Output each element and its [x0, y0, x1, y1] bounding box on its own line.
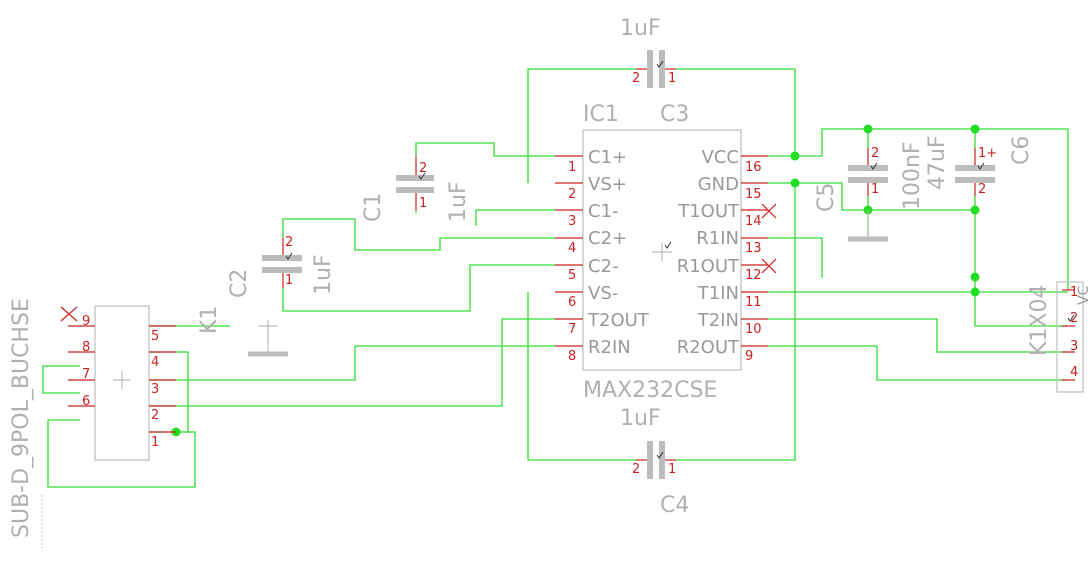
- k1-pin-3: 3: [151, 382, 159, 397]
- k1-pin-6: 6: [82, 394, 90, 409]
- c1-pin-top: 2: [419, 161, 427, 176]
- c4-value-label: 1uF: [620, 406, 661, 431]
- ic-pin-name-r16: VCC: [702, 147, 739, 168]
- c4-pin-left: 2: [632, 462, 640, 477]
- c1-name-label: C1: [361, 193, 386, 222]
- c3-value-label: 1uF: [620, 16, 661, 41]
- ic-pin-num-r16: 16: [745, 160, 762, 175]
- ic-pin-name-r12: R1OUT: [677, 256, 740, 277]
- ic-pin-num-r13: 13: [745, 241, 762, 256]
- k1-pin-9: 9: [82, 314, 90, 329]
- ic-pin-num-l2: 2: [568, 187, 576, 202]
- ic-pin-num-r10: 10: [745, 322, 762, 337]
- ground-symbol-left: [248, 320, 288, 357]
- ic-pin-num-r14: 14: [745, 214, 762, 229]
- ic-pin-num-l1: 1: [568, 160, 576, 175]
- capacitor-c2[interactable]: 2 1 1uF C2: [227, 235, 336, 298]
- c2-pin-bottom: 1: [285, 273, 293, 288]
- k1-pin-5: 5: [151, 329, 159, 344]
- c5-value-label: 100nF: [900, 141, 925, 210]
- ic-pin-num-r15: 15: [745, 187, 762, 202]
- k1x04-name-label: K1X04: [1027, 285, 1052, 357]
- c5-name-label: C5: [814, 183, 839, 212]
- ic-pin-num-l6: 6: [568, 295, 576, 310]
- c6-pin-bottom: 2: [978, 182, 986, 197]
- c6-name-label: C6: [1009, 136, 1034, 165]
- ic-pin-num-r12: 12: [745, 268, 762, 283]
- ic-pin-num-r9: 9: [745, 349, 753, 364]
- ic-max232[interactable]: 1 2 3 4 5 6 7 8 C1+ VS+ C1- C2+ C2- VS- …: [555, 102, 777, 403]
- k1-pin-2: 2: [151, 408, 159, 423]
- wires: [42, 68, 1069, 488]
- ic-pin-num-l5: 5: [568, 268, 576, 283]
- ic-pin-name-r13: R1IN: [696, 228, 739, 249]
- k1x04-pin-2: 2: [1070, 311, 1078, 326]
- ic-pin-name-r15: GND: [698, 174, 739, 195]
- ground-symbol-right: [848, 210, 888, 242]
- connector-k1x04[interactable]: 1 2 3 4 K1X04 VC: [1027, 281, 1090, 393]
- k1-pin-4: 4: [151, 355, 159, 370]
- ic-name-label: IC1: [583, 102, 619, 127]
- c5-pin-top: 2: [871, 146, 879, 161]
- ic-pin-name-l8: R2IN: [588, 337, 631, 358]
- c2-pin-top: 2: [285, 235, 293, 250]
- capacitor-c6[interactable]: 1+ 2 47uF C6: [925, 135, 1034, 197]
- c6-value-label: 47uF: [925, 135, 950, 190]
- ic-pin-name-r11: T1IN: [697, 283, 739, 304]
- ic-pin-name-r10: T2IN: [697, 310, 739, 331]
- c3-pin-left: 2: [632, 71, 640, 86]
- ic-pin-num-l7: 7: [568, 322, 576, 337]
- k1-pin-7: 7: [82, 367, 90, 382]
- capacitor-c1[interactable]: 2 1 1uF C1: [361, 156, 471, 222]
- k1-value-label: SUB-D_9POL_BUCHSE: [9, 298, 34, 538]
- c6-pin-top: 1+: [978, 146, 997, 161]
- ic-pin-name-l6: VS-: [588, 283, 618, 304]
- c3-name-label: C3: [660, 102, 689, 127]
- capacitor-c5[interactable]: 2 1 100nF C5: [814, 141, 925, 212]
- ic-pin-name-r14: T1OUT: [677, 201, 740, 222]
- k1x04-pin-1: 1: [1070, 285, 1078, 300]
- k1x04-cut-label: VC: [1076, 285, 1090, 305]
- ic-pin-num-l3: 3: [568, 214, 576, 229]
- k1-pin-8: 8: [82, 340, 90, 355]
- c1-pin-bottom: 1: [419, 196, 427, 211]
- c4-name-label: C4: [660, 493, 689, 518]
- ic-pin-name-l2: VS+: [588, 174, 627, 195]
- ic-pin-name-l4: C2+: [588, 228, 627, 249]
- c4-pin-right: 1: [668, 462, 676, 477]
- ic-pin-name-l7: T2OUT: [587, 310, 650, 331]
- ic-pin-name-l5: C2-: [588, 256, 619, 277]
- k1-name-label: K1: [197, 306, 222, 334]
- ic-pin-num-l8: 8: [568, 349, 576, 364]
- ic-pin-num-r11: 11: [745, 295, 762, 310]
- k1-pin-1: 1: [151, 435, 159, 450]
- ic-pin-name-l1: C1+: [588, 147, 627, 168]
- capacitor-c4[interactable]: 2 1 1uF C4: [620, 406, 689, 518]
- k1x04-pin-4: 4: [1070, 365, 1078, 380]
- connector-k1-subd[interactable]: 5 4 3 2 1 9 8 7 6 K1 SUB-D_9POL_BUCHSE: [9, 298, 222, 548]
- c1-value-label: 1uF: [446, 181, 471, 222]
- ic-value-label: MAX232CSE: [583, 378, 717, 403]
- ic-pin-name-r9: R2OUT: [677, 337, 740, 358]
- capacitor-c3[interactable]: 2 1 1uF C3: [620, 16, 689, 127]
- c2-value-label: 1uF: [311, 254, 336, 295]
- ic-pin-num-l4: 4: [568, 241, 576, 256]
- c2-name-label: C2: [227, 269, 252, 298]
- k1x04-pin-3: 3: [1070, 339, 1078, 354]
- c5-pin-bottom: 1: [871, 182, 879, 197]
- c3-pin-right: 1: [668, 71, 676, 86]
- ic-pin-name-l3: C1-: [588, 201, 619, 222]
